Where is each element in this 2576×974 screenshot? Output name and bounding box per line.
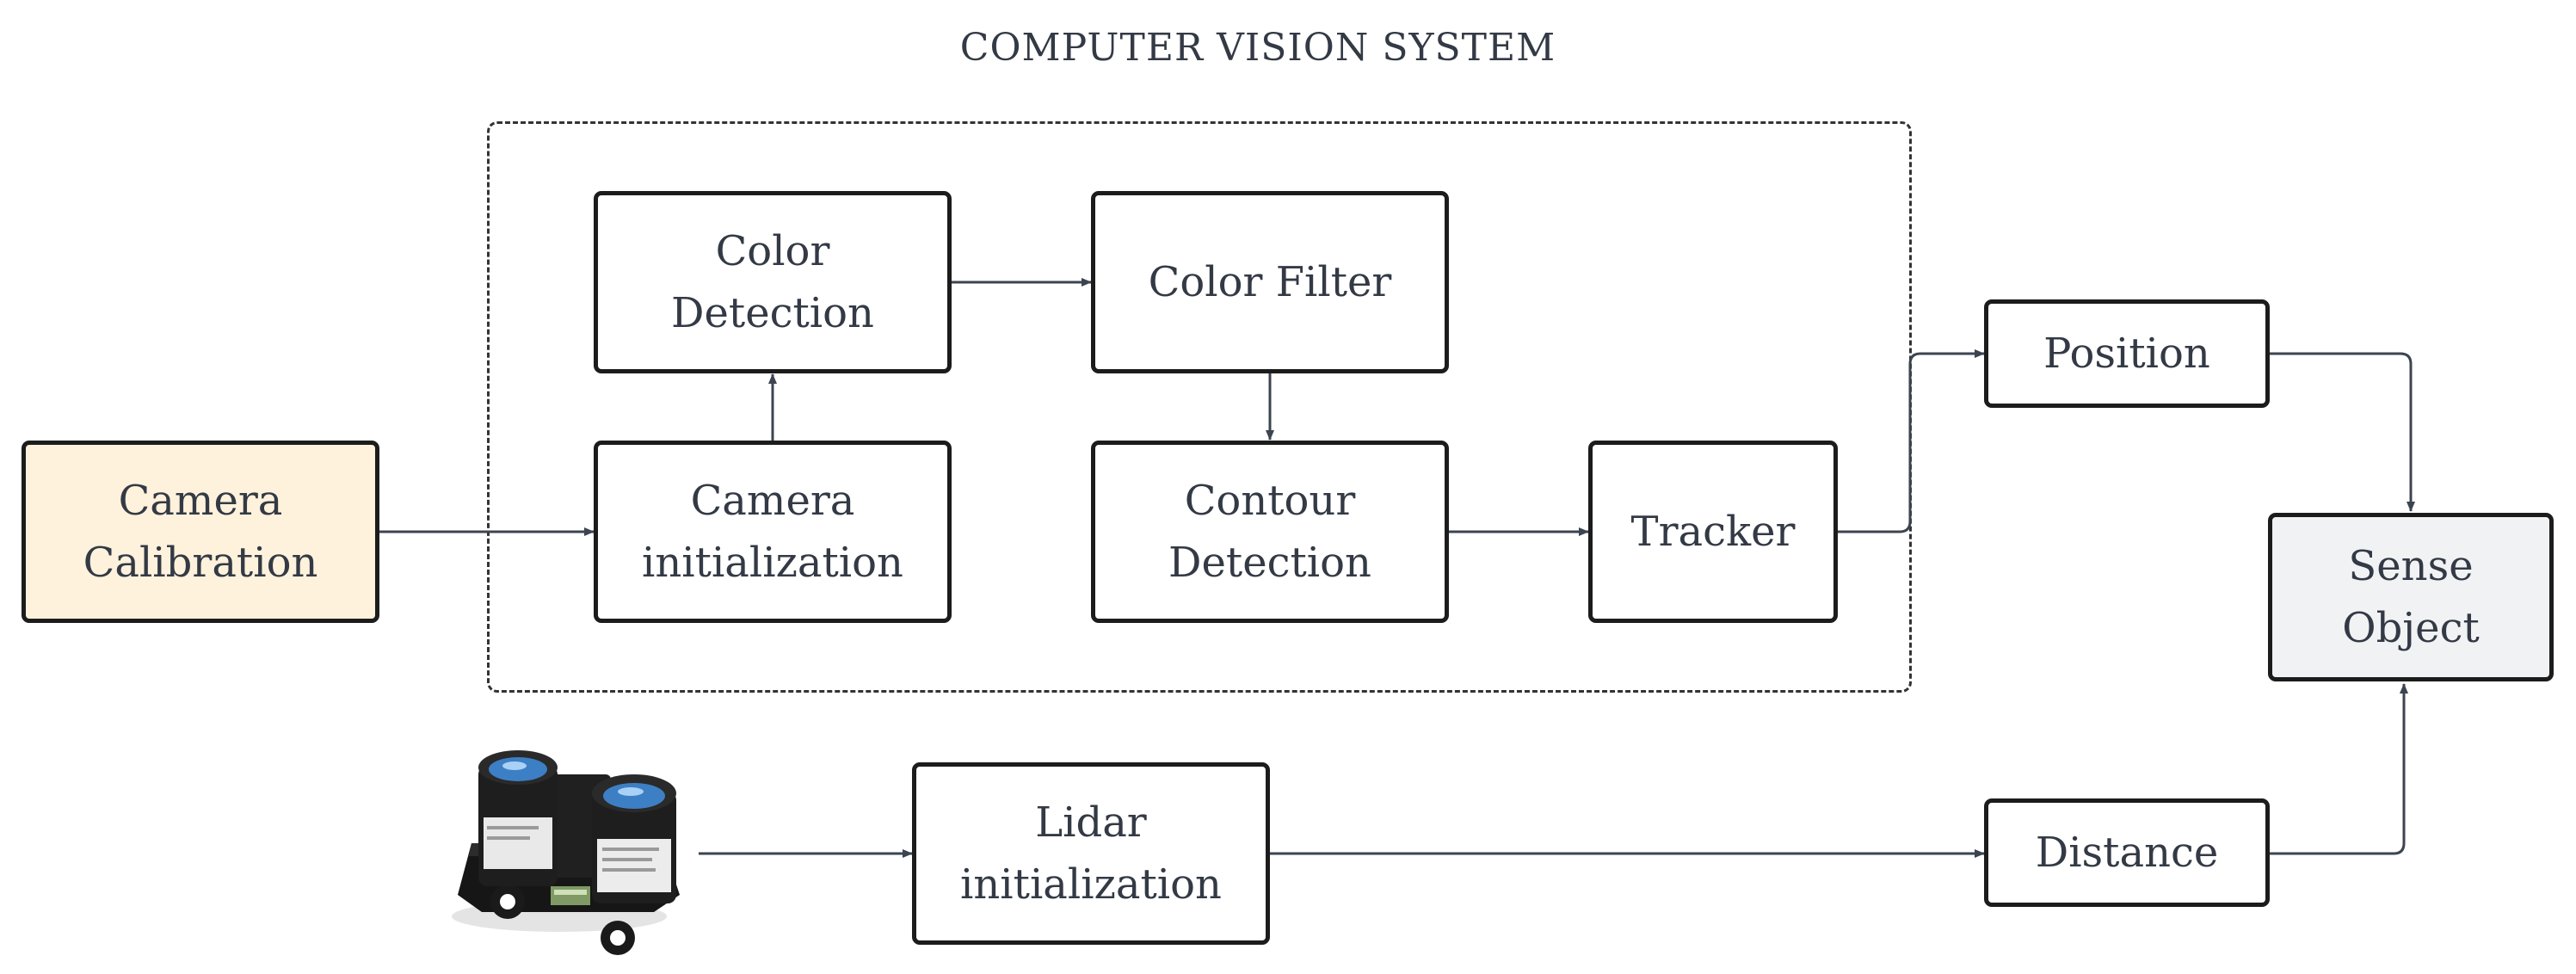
position-node: Position — [1984, 299, 2270, 408]
diagram-title: COMPUTER VISION SYSTEM — [959, 26, 1556, 70]
contour-detection-label: Contour Detection — [1168, 477, 1371, 587]
lidar-initialization-label: Lidar initialization — [960, 798, 1222, 909]
camera-initialization-node: Camera initialization — [594, 441, 952, 623]
lidar-initialization-node: Lidar initialization — [912, 762, 1270, 945]
color-detection-label: Color Detection — [671, 227, 874, 337]
sense-object-label: Sense Object — [2342, 542, 2480, 652]
color-filter-label: Color Filter — [1148, 258, 1392, 306]
color-filter-node: Color Filter — [1091, 191, 1449, 373]
camera-initialization-label: Camera initialization — [642, 477, 903, 587]
arrow-tracker-to-position — [1838, 349, 1985, 533]
camera-calibration-label: Camera Calibration — [83, 477, 318, 587]
color-detection-node: Color Detection — [594, 191, 952, 373]
contour-detection-node: Contour Detection — [1091, 441, 1449, 623]
distance-label: Distance — [2035, 829, 2219, 877]
tracker-label: Tracker — [1630, 508, 1796, 556]
distance-node: Distance — [1984, 798, 2270, 907]
camera-calibration-node: Camera Calibration — [22, 441, 379, 623]
sense-object-node: Sense Object — [2268, 513, 2554, 681]
tracker-node: Tracker — [1588, 441, 1838, 623]
position-label: Position — [2043, 330, 2210, 378]
arrow-distance-to-sense-object — [2270, 683, 2408, 855]
arrow-position-to-sense-object — [2270, 352, 2415, 512]
lidar-sensor-image — [452, 750, 680, 955]
